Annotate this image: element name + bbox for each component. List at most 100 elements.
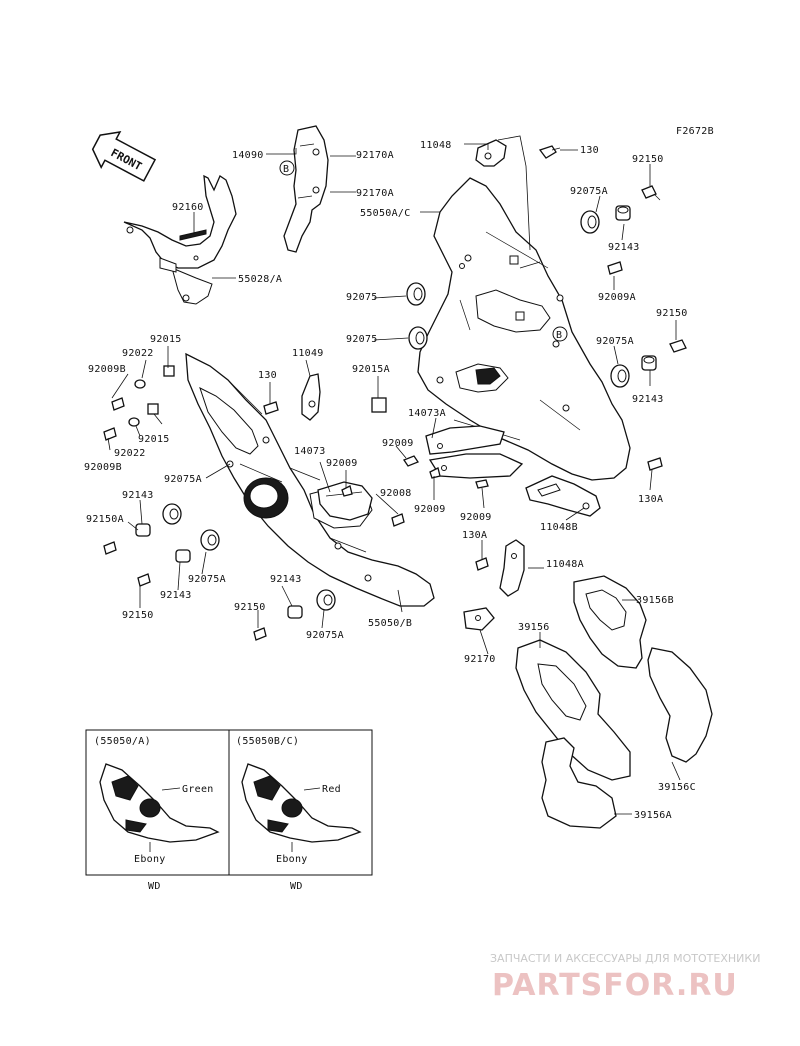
label-130-mid: 130 — [258, 370, 277, 381]
washer-92022-a — [134, 379, 146, 389]
grommet-92075-2 — [408, 326, 428, 350]
variant-region-1: WD — [148, 881, 161, 892]
bolt-92009B-b — [103, 427, 117, 441]
part-labels: 14090 92170A 92170A 11048 130 92150 9216… — [84, 140, 696, 821]
bolt-92009-c — [475, 479, 489, 489]
clip-92015-a — [163, 365, 175, 377]
label-130A-2: 130A — [462, 530, 487, 541]
label-92015A: 92015A — [352, 364, 390, 375]
label-92022-1: 92022 — [122, 348, 154, 359]
bracket-92170 — [463, 607, 495, 631]
label-92075A-2: 92075A — [596, 336, 634, 347]
label-130A-1: 130A — [638, 494, 663, 505]
bolt-130A-2 — [475, 557, 489, 571]
bolt-92150-top — [641, 185, 661, 201]
collar-92143-1 — [615, 205, 631, 221]
bolt-130-top — [538, 145, 561, 159]
label-39156: 39156 — [518, 622, 550, 633]
variant-color-top-2: Red — [322, 784, 341, 795]
grommet-92075A-5 — [316, 589, 336, 611]
label-92009-4: 92009 — [460, 512, 492, 523]
figure-code: F2672B — [676, 126, 714, 137]
label-92009B-2: 92009B — [84, 462, 122, 473]
label-92009B-1: 92009B — [88, 364, 126, 375]
label-92008: 92008 — [380, 488, 412, 499]
label-92009-1: 92009 — [382, 438, 414, 449]
grommet-92075-1 — [406, 282, 426, 306]
stay-14073A — [425, 425, 524, 479]
callout-b-2-label: B — [556, 330, 562, 341]
variant-code-2: (55050B/C) — [236, 736, 299, 747]
label-14073: 14073 — [294, 446, 326, 457]
label-92075A-3: 92075A — [164, 474, 202, 485]
label-92170: 92170 — [464, 654, 496, 665]
watermark: ЗАПЧАСТИ И АКСЕССУАРЫ ДЛЯ МОТОТЕХНИКИ PA… — [490, 952, 760, 1003]
label-55050A-C: 55050A/C — [360, 208, 411, 219]
label-14073A: 14073A — [408, 408, 446, 419]
variant-panel-1: (55050/A) Green Ebony WD — [85, 729, 230, 892]
label-92075-1: 92075 — [346, 292, 378, 303]
label-92015-2: 92015 — [138, 434, 170, 445]
bracket-14090 — [283, 125, 329, 253]
bracket-11048A — [499, 539, 525, 597]
leader-lines — [107, 135, 681, 815]
variant-cowl-thumb-1 — [99, 763, 220, 843]
label-39156A: 39156A — [634, 810, 672, 821]
label-92075A-1: 92075A — [570, 186, 608, 197]
bolt-92008 — [391, 513, 405, 527]
label-39156B: 39156B — [636, 595, 674, 606]
label-55050B: 55050/B — [368, 618, 412, 629]
collar-92143-3 — [135, 523, 151, 537]
label-92015: 92015 — [150, 334, 182, 345]
callout-b-2: B — [552, 326, 568, 342]
label-92143-5: 92143 — [270, 574, 302, 585]
label-92170A-2: 92170A — [356, 188, 394, 199]
label-92009A: 92009A — [598, 292, 636, 303]
bolt-92009-a — [403, 455, 419, 467]
label-92022-2: 92022 — [114, 448, 146, 459]
label-92150-top: 92150 — [632, 154, 664, 165]
variant-color-bottom-1: Ebony — [134, 854, 166, 865]
stay-14073 — [317, 481, 373, 521]
bolt-92009-b — [429, 467, 441, 479]
bracket-11048 — [475, 139, 507, 167]
label-130-top: 130 — [580, 145, 599, 156]
label-92075-2: 92075 — [346, 334, 378, 345]
variant-panel-2: (55050B/C) Red Ebony WD — [228, 729, 373, 892]
label-92170A-1: 92170A — [356, 150, 394, 161]
label-92150-1: 92150 — [122, 610, 154, 621]
label-55028A: 55028/A — [238, 274, 282, 285]
clip-92015-b — [147, 403, 159, 415]
washer-92022-b — [128, 417, 140, 427]
collar-92143-2 — [641, 355, 657, 371]
bolt-130A-1 — [647, 457, 663, 471]
grommet-92075A-2 — [610, 364, 630, 388]
label-11048: 11048 — [420, 140, 452, 151]
bracket-11048B — [525, 475, 601, 517]
clip-92015A — [371, 397, 387, 413]
label-92075A-4: 92075A — [188, 574, 226, 585]
callout-b-1-label: B — [283, 164, 289, 175]
bolt-130-mid — [263, 401, 279, 415]
grommet-92075A-1 — [580, 210, 600, 234]
inner-cover-55028 — [123, 174, 237, 305]
variant-cowl-thumb-2 — [241, 763, 362, 843]
label-92075A-5: 92075A — [306, 630, 344, 641]
label-14090: 14090 — [232, 150, 264, 161]
bolt-92009A — [607, 261, 623, 275]
label-92150-2: 92150 — [234, 602, 266, 613]
bolt-92150-b — [137, 573, 151, 587]
label-92150-r2: 92150 — [656, 308, 688, 319]
label-11048A: 11048A — [546, 559, 584, 570]
callout-b-1: B — [279, 160, 295, 176]
variant-region-2: WD — [290, 881, 303, 892]
label-92143-1: 92143 — [608, 242, 640, 253]
label-39156C: 39156C — [658, 782, 696, 793]
label-92160: 92160 — [172, 202, 204, 213]
insulator-39156 — [515, 639, 631, 781]
label-92150A: 92150A — [86, 514, 124, 525]
variant-color-top-1: Green — [182, 784, 214, 795]
watermark-tagline: ЗАПЧАСТИ И АКСЕССУАРЫ ДЛЯ МОТОТЕХНИКИ — [490, 952, 760, 965]
bolt-92150A — [103, 541, 117, 555]
label-92143-4: 92143 — [160, 590, 192, 601]
